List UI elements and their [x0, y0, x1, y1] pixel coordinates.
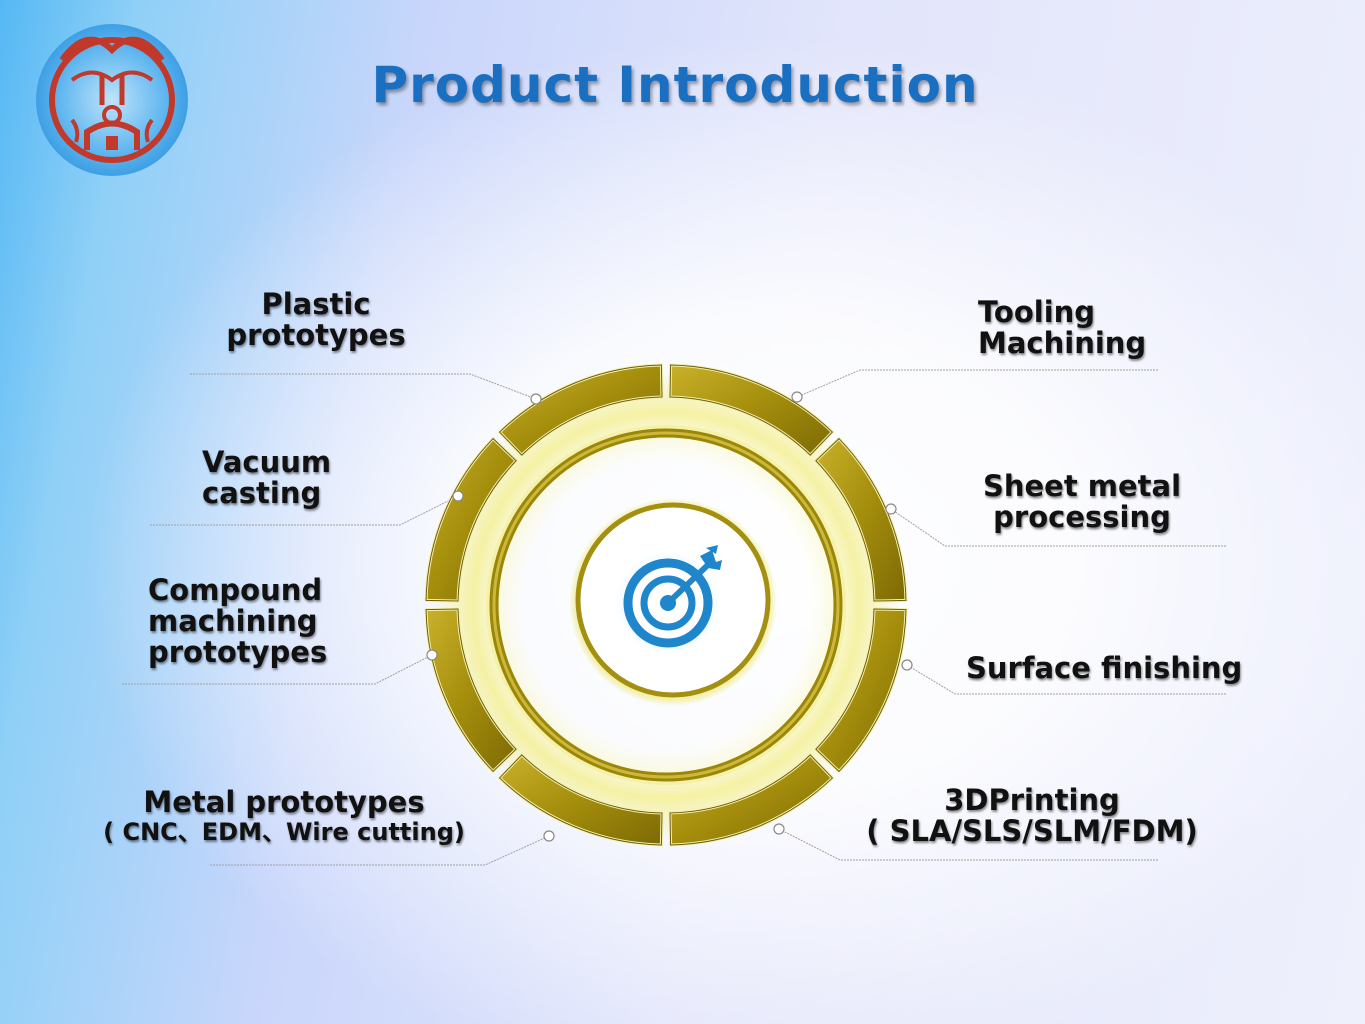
label-3d-printing: 3DPrinting ( SLA/SLS/SLM/FDM): [862, 785, 1202, 847]
ring-segment-edge: [425, 608, 517, 773]
label-line: processing: [993, 500, 1171, 534]
middle-ring-highlight: [492, 431, 840, 779]
label-line: Plastic: [261, 287, 371, 321]
dot-printing: [773, 823, 785, 835]
connector-compound: [122, 654, 433, 685]
label-line: Sheet metal: [982, 469, 1182, 503]
connector-tooling: [796, 369, 1158, 398]
label-vacuum-casting: Vacuum casting: [202, 447, 331, 509]
label-line: Surface finishing: [966, 651, 1243, 685]
label-line: Tooling: [978, 295, 1096, 329]
label-compound-machining: Compound machining prototypes: [148, 575, 327, 668]
target-dart-icon: [616, 545, 722, 655]
label-line: prototypes: [148, 635, 328, 669]
label-metal-prototypes: Metal prototypes ( CNC、EDM、Wire cutting): [96, 785, 472, 847]
label-sheet-metal: Sheet metal processing: [982, 471, 1182, 533]
label-line: machining: [148, 604, 318, 638]
dot-plastic: [530, 393, 542, 405]
label-tooling-machining: Tooling Machining: [978, 297, 1146, 359]
connector-sheet: [890, 508, 1226, 547]
label-plastic-prototypes: Plastic prototypes: [226, 289, 406, 351]
dot-vacuum: [452, 490, 464, 502]
ring-segment-edge: [498, 364, 663, 456]
dot-surface: [901, 659, 913, 671]
dot-compound: [426, 649, 438, 661]
outer-segmented-ring: [424, 363, 908, 847]
label-line: casting: [202, 476, 322, 510]
label-line: Vacuum: [202, 445, 332, 479]
page-title: Product Introduction: [371, 56, 979, 114]
ring-segment-edge: [669, 364, 834, 456]
dot-sheet: [885, 503, 897, 515]
ring-segment-edge: [669, 754, 834, 846]
dot-tooling: [791, 391, 803, 403]
connector-vacuum: [150, 495, 459, 526]
dot-metal: [543, 830, 555, 842]
ring-segment-edge: [815, 608, 907, 773]
connector-surface: [906, 664, 1226, 695]
label-line: Compound: [148, 573, 323, 607]
ring-segment-edge: [815, 437, 907, 602]
connector-lines: [122, 369, 1226, 866]
label-line: Machining: [978, 326, 1147, 360]
label-line: Metal prototypes: [143, 785, 425, 819]
connector-metal: [210, 835, 550, 866]
connector-dots: [426, 391, 913, 842]
label-surface-finishing: Surface finishing: [966, 653, 1242, 684]
ring-segment-edge: [498, 754, 663, 846]
label-line: 3DPrinting: [944, 783, 1120, 817]
label-line-small: ( CNC、EDM、Wire cutting): [103, 818, 465, 846]
connector-printing: [778, 828, 1158, 861]
connector-plastic: [190, 373, 537, 400]
label-line: prototypes: [226, 318, 406, 352]
ring-segment-edge: [425, 437, 517, 602]
label-line: ( SLA/SLS/SLM/FDM): [866, 814, 1198, 848]
company-logo-icon: [36, 24, 188, 176]
